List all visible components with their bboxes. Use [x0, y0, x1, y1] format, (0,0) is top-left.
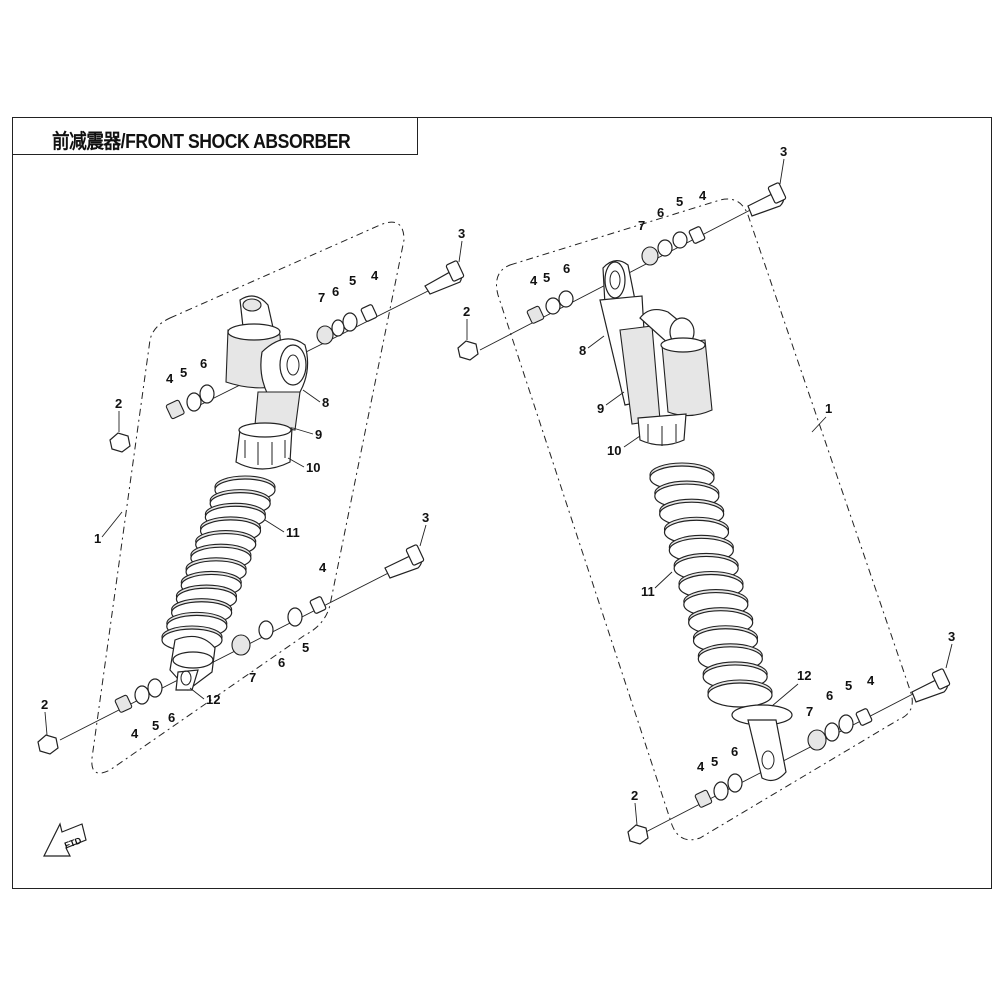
label-l-4a: 4: [371, 268, 379, 283]
diagram-frame: [12, 117, 992, 889]
label-l-5b: 5: [180, 365, 187, 380]
right-upper-hardware: [457, 182, 787, 361]
label-l-2b: 2: [41, 697, 48, 712]
label-l-11: 11: [286, 525, 300, 540]
label-l-2a: 2: [115, 396, 122, 411]
label-r-7a: 7: [638, 218, 645, 233]
label-l-7b: 7: [249, 670, 256, 685]
front-direction-arrow-icon: FTD: [43, 822, 87, 857]
label-l-5d: 5: [152, 718, 159, 733]
label-l-4c: 4: [319, 560, 327, 575]
label-r-10: 10: [607, 443, 621, 458]
right-cylinder: [599, 295, 661, 425]
label-r-6d: 6: [731, 744, 738, 759]
right-group-outline: [496, 198, 913, 841]
label-r-3a: 3: [780, 144, 787, 159]
label-l-5a: 5: [349, 273, 356, 288]
left-coil-spring: [161, 475, 276, 652]
left-shock-assembly: FTD: [37, 221, 465, 857]
title-box: 前减震器/FRONT SHOCK ABSORBER: [12, 117, 418, 155]
label-l-12: 12: [206, 692, 220, 707]
label-l-8: 8: [322, 395, 329, 410]
label-r-11: 11: [641, 584, 655, 599]
label-r-6a: 6: [657, 205, 664, 220]
left-cylinder: [254, 391, 301, 431]
label-r-12: 12: [797, 668, 811, 683]
left-top-axis-line: [189, 279, 451, 411]
label-l-10: 10: [306, 460, 320, 475]
label-r-2a: 2: [463, 304, 470, 319]
label-r-4d: 4: [697, 759, 705, 774]
left-spring-seat: [235, 422, 293, 470]
label-r-4a: 4: [699, 188, 707, 203]
label-r-1: 1: [825, 401, 832, 416]
right-bottom-axis-line: [639, 679, 941, 836]
label-l-6b: 6: [200, 356, 207, 371]
label-r-5a: 5: [676, 194, 683, 209]
label-l-4d: 4: [131, 726, 139, 741]
left-lower-eye: [169, 635, 216, 691]
label-r-5b: 5: [543, 270, 550, 285]
label-l-6d: 6: [168, 710, 175, 725]
right-upper-eye: [602, 260, 636, 306]
label-l-3b: 3: [422, 510, 429, 525]
label-r-2b: 2: [631, 788, 638, 803]
label-l-9: 9: [315, 427, 322, 442]
label-l-6a: 6: [332, 284, 339, 299]
label-r-6c: 6: [826, 688, 833, 703]
label-r-5d: 5: [711, 754, 718, 769]
right-lower-hardware: [627, 668, 951, 845]
diagram-title: 前减震器/FRONT SHOCK ABSORBER: [52, 131, 351, 153]
left-upper-eye: [260, 338, 309, 396]
label-r-6b: 6: [563, 261, 570, 276]
label-r-3b: 3: [948, 629, 955, 644]
label-l-1: 1: [94, 531, 101, 546]
label-l-4b: 4: [166, 371, 174, 386]
left-lower-hardware: [37, 544, 425, 755]
label-l-3a: 3: [458, 226, 465, 241]
label-r-7b: 7: [806, 704, 813, 719]
right-shock-assembly: [457, 182, 951, 845]
left-upper-hardware: [109, 260, 465, 453]
label-r-4c: 4: [867, 673, 875, 688]
right-coil-spring: [649, 462, 773, 708]
right-spring-seat: [637, 413, 687, 446]
label-r-9: 9: [597, 401, 604, 416]
label-l-6c: 6: [278, 655, 285, 670]
right-lower-eye: [731, 704, 793, 782]
spring-coil: [707, 682, 773, 708]
label-r-5c: 5: [845, 678, 852, 693]
right-reservoir: [639, 308, 713, 417]
label-r-4b: 4: [530, 273, 538, 288]
callout-labels: 1 2 2 3 3 4 4 4 4 5 5 5 5 6 6 6 6 7 7 8: [41, 144, 955, 826]
label-l-7a: 7: [318, 290, 325, 305]
label-r-8: 8: [579, 343, 586, 358]
label-l-5c: 5: [302, 640, 309, 655]
